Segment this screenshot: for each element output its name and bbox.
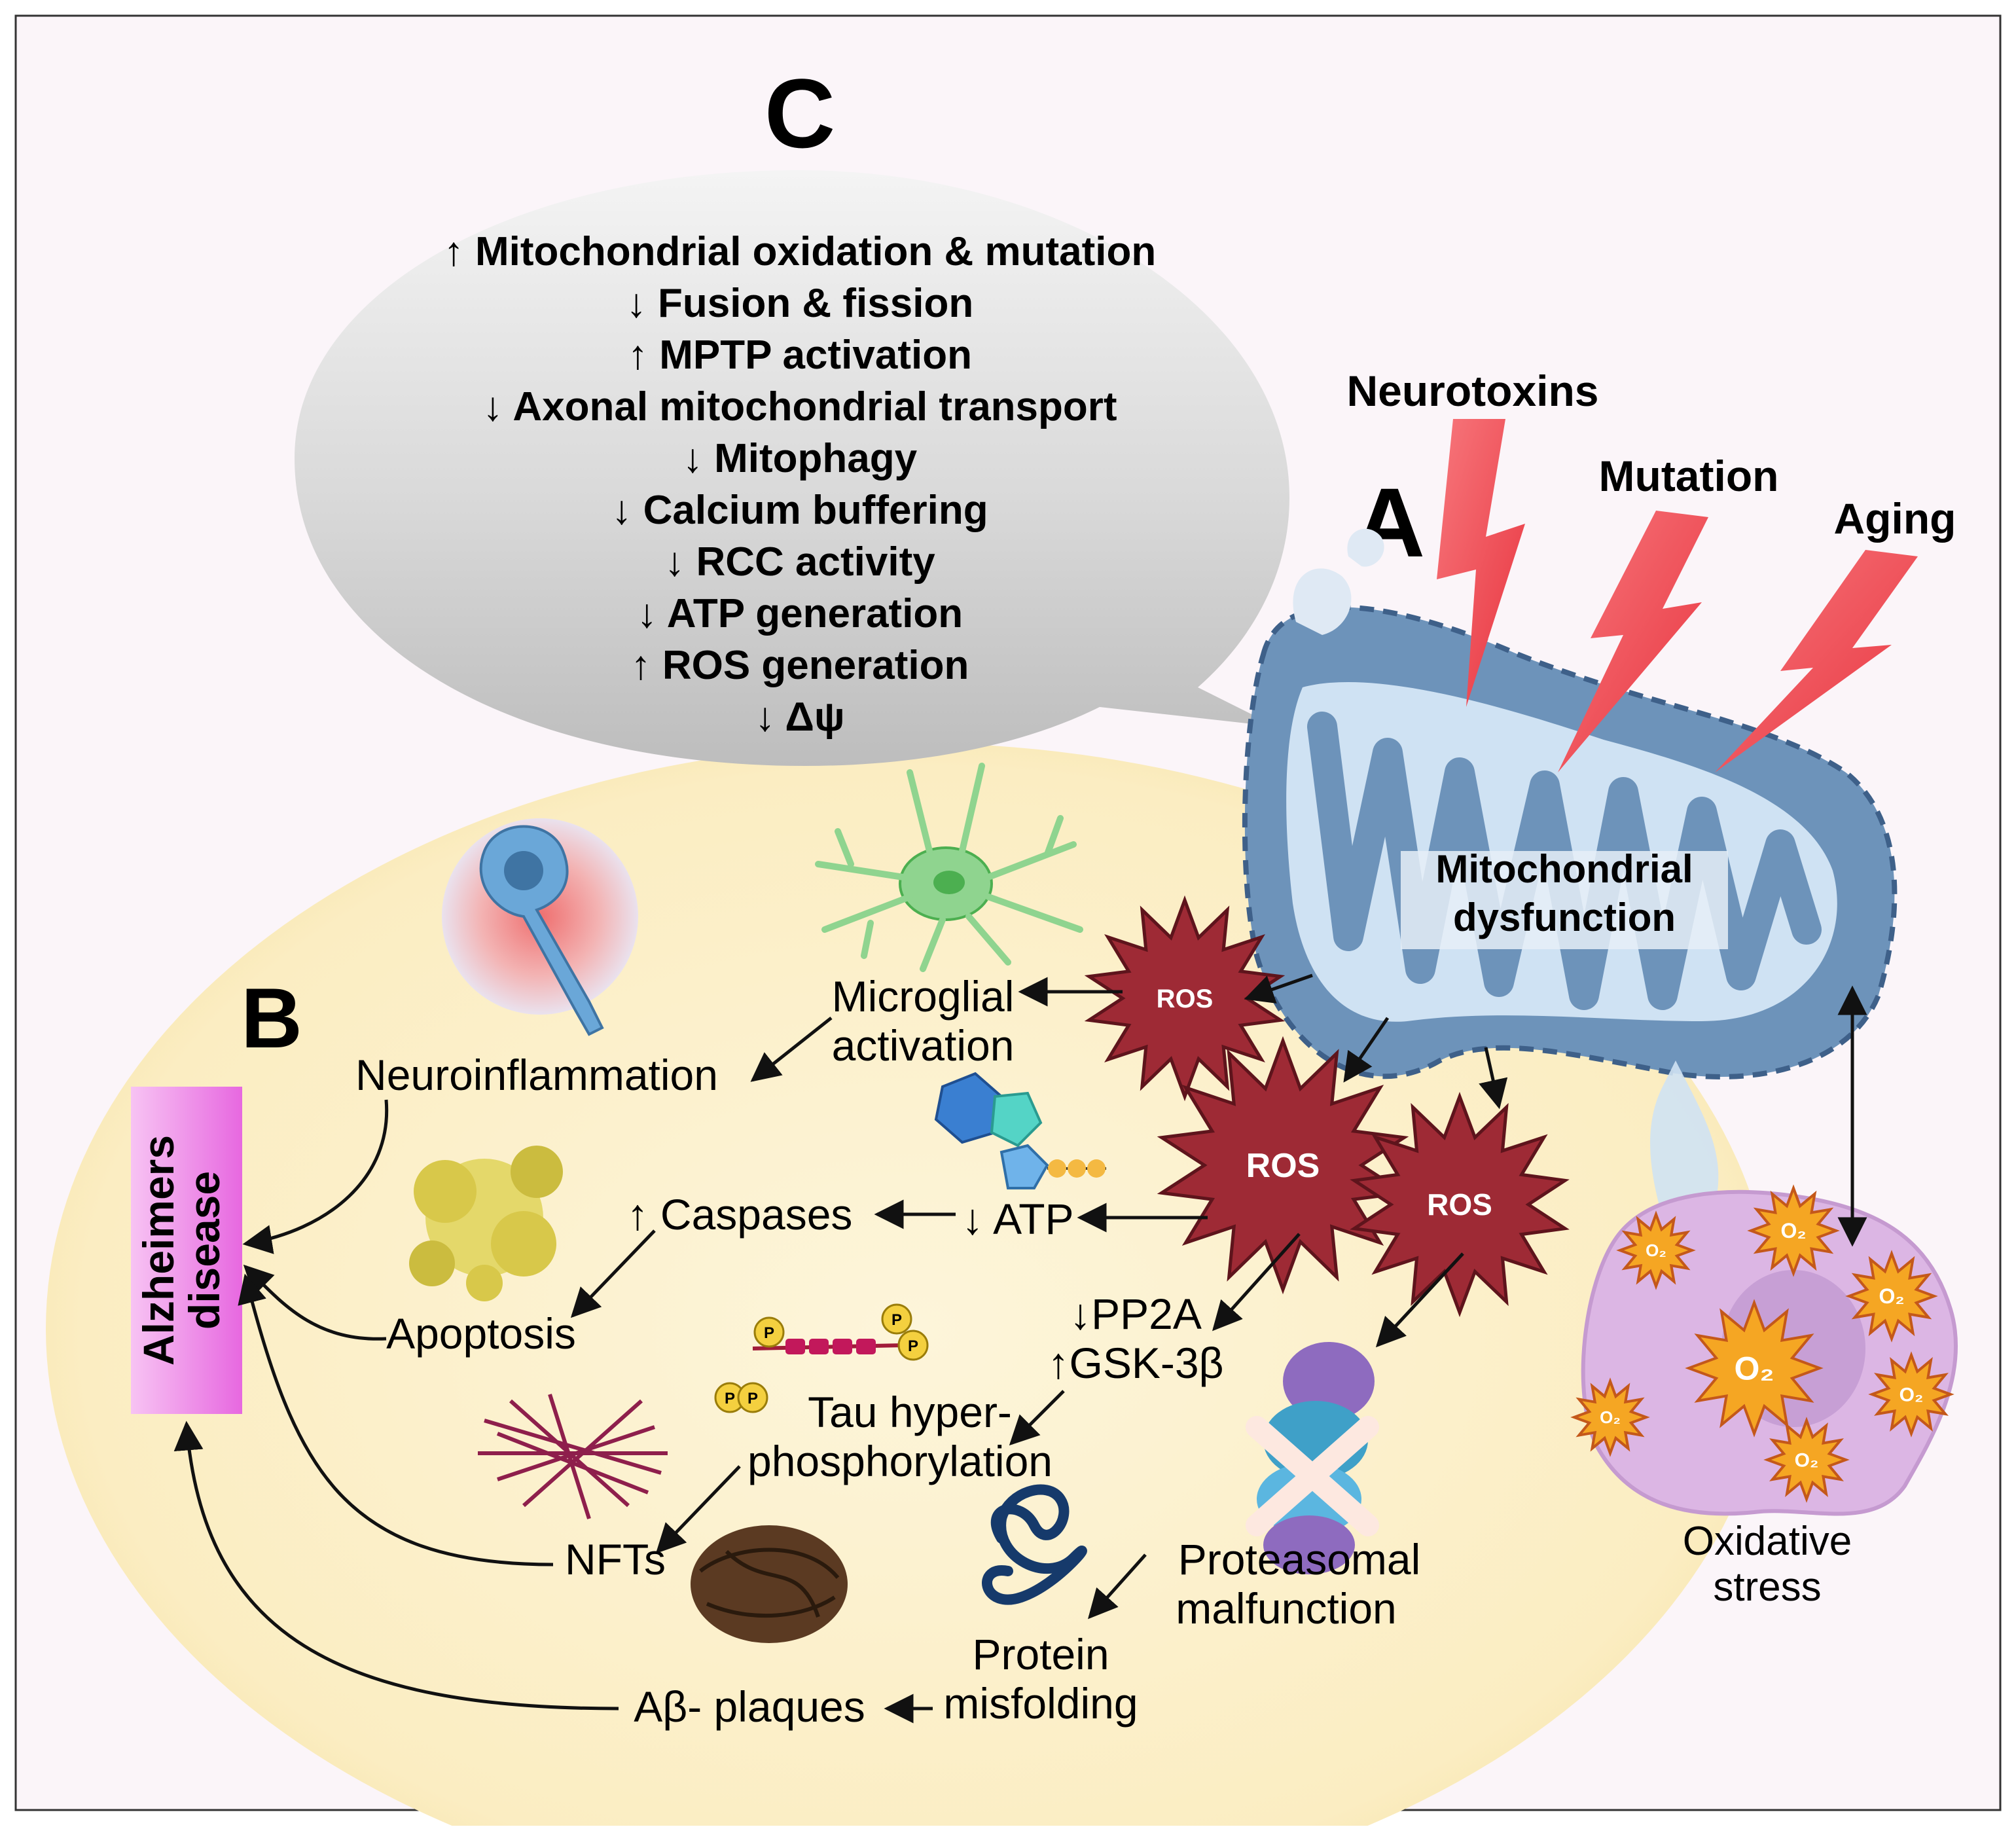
speech-bubble [295, 170, 1289, 766]
mito-label-box [1401, 851, 1728, 949]
panel-b-label: B [241, 970, 302, 1066]
oxidative-stress-line1: Oxidative [1683, 1519, 1852, 1564]
aging-label: Aging [1834, 494, 1956, 543]
proteasomal-line1: Proteasomal [1178, 1535, 1421, 1584]
phosphate-label: P [747, 1390, 758, 1407]
microglial-line2: activation [832, 1021, 1015, 1070]
aging-lightning-icon [1715, 550, 1918, 772]
amyloid-plaque-illustration [691, 1525, 848, 1643]
neurotoxins-lightning-icon [1437, 419, 1525, 707]
phosphate-label: P [908, 1337, 918, 1355]
bubble-line-5: ↓ Mitophagy [683, 436, 918, 481]
microglial-line1: Microglial [832, 972, 1015, 1021]
phosphate-label: P [725, 1390, 735, 1407]
ros-label: ROS [1427, 1187, 1492, 1222]
tau-line1: Tau hyper- [808, 1388, 1012, 1436]
proteasomal-line2: malfunction [1176, 1584, 1397, 1633]
ros-burst-2 [1157, 1036, 1409, 1295]
superoxide-4 [1685, 1299, 1824, 1438]
superoxide-7 [1763, 1417, 1850, 1503]
ros-burst-3 [1350, 1091, 1570, 1318]
neuroinflammation-label: Neuroinflammation [355, 1051, 718, 1099]
abeta-plaques-label: Aβ- plaques [634, 1682, 865, 1731]
nfts-label: NFTs [565, 1535, 666, 1584]
oxidative-stress-line2: stress [1713, 1565, 1821, 1610]
bubble-text-list: ↑ Mitochondrial oxidation & mutation ↓ Fu… [444, 229, 1156, 740]
apoptotic-cell-illustration [409, 1146, 563, 1301]
mito-label-line1: Mitochondrial [1435, 847, 1693, 891]
tau-line2: phosphorylation [747, 1437, 1053, 1485]
tau-protein-icon: P P P P P [714, 1303, 929, 1413]
bubble-line-8: ↓ ATP generation [637, 591, 963, 636]
ros-label: ROS [1157, 985, 1214, 1013]
bubble-line-10: ↓ Δψ [755, 695, 844, 740]
neurotoxins-label: Neurotoxins [1346, 367, 1598, 415]
atp-molecule-icon [934, 1072, 1106, 1189]
protein-line2: misfolding [943, 1679, 1138, 1728]
nft-tangle-illustration [478, 1394, 668, 1519]
caspases-label: ↑ Caspases [627, 1190, 853, 1239]
bubble-line-1: ↑ Mitochondrial oxidation & mutation [444, 229, 1156, 274]
superoxide-group: O₂ O₂ O₂ O₂ O₂ O₂ O₂ [1570, 1184, 1954, 1503]
proteasome-illustration [1246, 1342, 1379, 1574]
superoxide-label: O₂ [1780, 1219, 1806, 1242]
superoxide-5 [1570, 1377, 1650, 1457]
superoxide-1 [1616, 1210, 1696, 1290]
bubble-line-9: ↑ ROS generation [631, 643, 969, 688]
mutation-lightning-icon [1558, 511, 1708, 772]
ros-label: ROS [1246, 1147, 1320, 1185]
phosphate-label: P [764, 1324, 774, 1342]
ros-burst-1 [1084, 895, 1286, 1102]
neuron-illustration [442, 818, 638, 1036]
pp2a-label: ↓PP2A [1070, 1290, 1202, 1338]
arrows-group [173, 973, 1867, 1724]
bubble-line-6: ↓ Calcium buffering [611, 488, 988, 533]
mito-label-line2: dysfunction [1453, 896, 1676, 939]
bubble-line-3: ↑ MPTP activation [628, 333, 972, 378]
disease-box [131, 1087, 242, 1414]
misfolded-protein-icon [982, 1484, 1087, 1605]
disease-label-line1: Alzheimers [134, 1135, 183, 1366]
superoxide-label: O₂ [1795, 1450, 1819, 1472]
bubble-line-4: ↓ Axonal mitochondrial transport [482, 384, 1117, 429]
superoxide-label: O₂ [1734, 1350, 1774, 1387]
superoxide-label: O₂ [1899, 1385, 1924, 1406]
panel-c-label: C [765, 58, 835, 168]
superoxide-label: O₂ [1646, 1240, 1666, 1260]
superoxide-label: O₂ [1600, 1407, 1621, 1427]
bubble-line-2: ↓ Fusion & fission [626, 281, 973, 326]
disease-label-line2: disease [180, 1171, 228, 1330]
ros-group: ROS ROS ROS [1084, 895, 1570, 1318]
superoxide-label: O₂ [1879, 1284, 1904, 1308]
superoxide-3 [1845, 1250, 1938, 1343]
bubble-line-7: ↓ RCC activity [664, 539, 935, 585]
gsk3b-label: ↑GSK-3β [1047, 1339, 1223, 1387]
apoptosis-label: Apoptosis [386, 1309, 576, 1358]
atp-label: ↓ ATP [962, 1195, 1073, 1243]
superoxide-6 [1868, 1351, 1954, 1438]
phosphate-label: P [891, 1311, 902, 1329]
superoxide-2 [1747, 1184, 1840, 1277]
mutation-label: Mutation [1599, 452, 1779, 500]
protein-line1: Protein [972, 1630, 1109, 1678]
microglia-illustration [815, 763, 1083, 972]
